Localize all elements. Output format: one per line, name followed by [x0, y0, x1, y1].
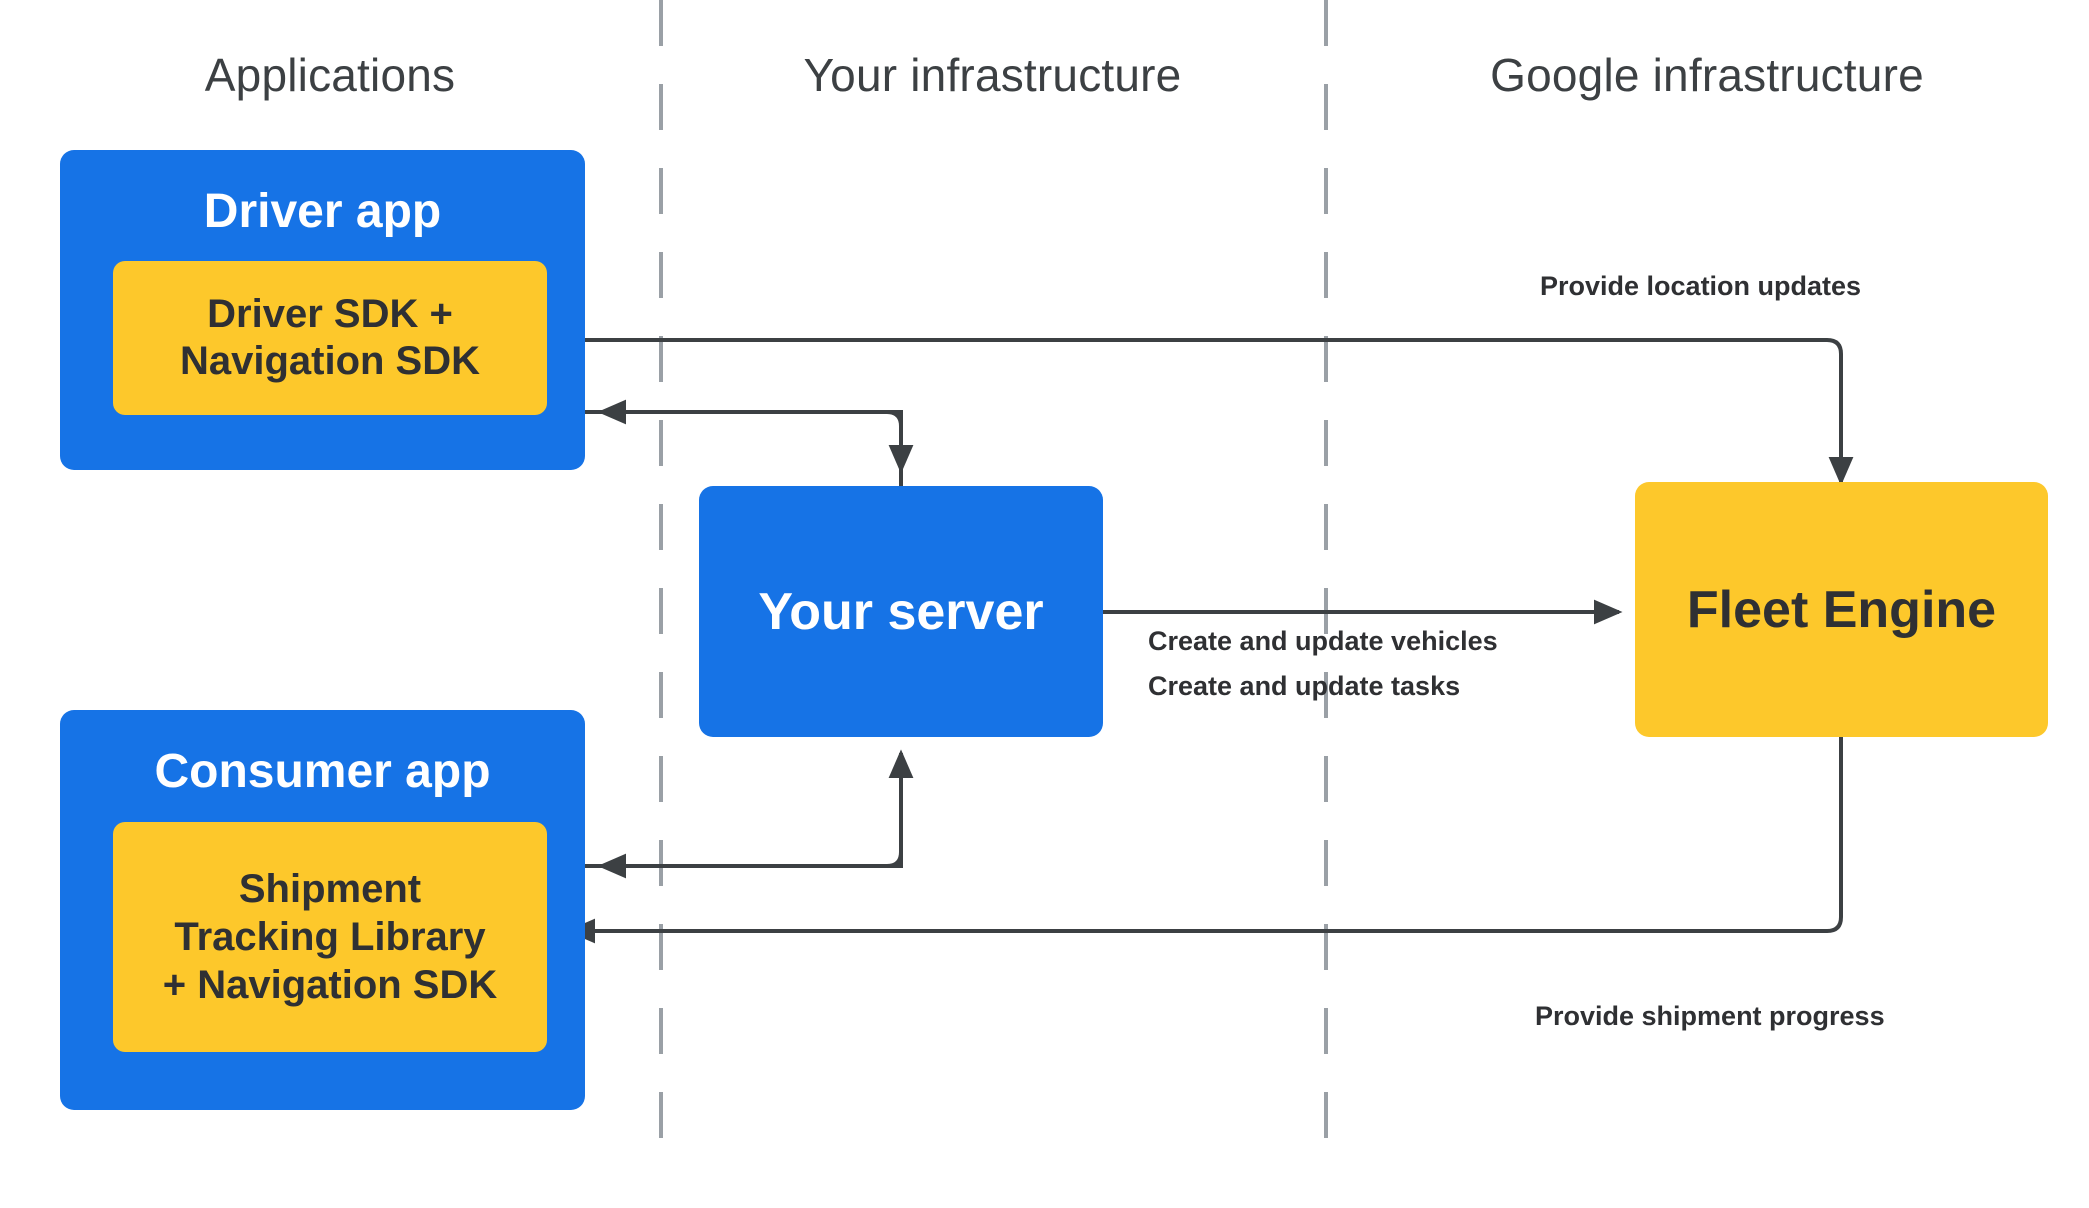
- node-your-server[interactable]: Your server: [699, 486, 1103, 737]
- edge-server-to-driver-app: [597, 399, 903, 486]
- consumer-sdk-line-2: Tracking Library: [174, 915, 486, 959]
- fleet-engine-label: Fleet Engine: [1686, 580, 1997, 639]
- node-consumer-sdk[interactable]: Shipment Tracking Library + Navigation S…: [113, 822, 547, 1052]
- edge-fleet-to-consumer-sdk: [566, 737, 1843, 944]
- driver-sdk-line-2: Navigation SDK: [179, 339, 481, 383]
- your-server-label: Your server: [758, 582, 1044, 641]
- edge-driver-app-to-server: [585, 410, 914, 474]
- edge-consumer-app-to-server: [585, 749, 914, 868]
- node-fleet-engine[interactable]: Fleet Engine: [1635, 482, 2048, 737]
- edge-label-provide-location-updates: Provide location updates: [1540, 271, 1862, 301]
- node-driver-sdk[interactable]: Driver SDK + Navigation SDK: [113, 261, 547, 415]
- driver-sdk-line-1: Driver SDK +: [207, 291, 453, 336]
- edge-label-create-and-update-tasks: Create and update tasks: [1148, 671, 1461, 701]
- edge-label-create-and-update-vehicles: Create and update vehicles: [1148, 626, 1498, 656]
- column-title-your-infrastructure: Your infrastructure: [803, 49, 1182, 101]
- edge-server-to-consumer-app: [597, 753, 903, 879]
- edge-label-provide-shipment-progress: Provide shipment progress: [1535, 1001, 1885, 1031]
- consumer-sdk-line-1: Shipment: [238, 867, 422, 911]
- column-title-applications: Applications: [204, 49, 456, 101]
- edge-fleet-to-driver-sdk: [570, 338, 1854, 486]
- driver-app-label: Driver app: [203, 185, 442, 238]
- consumer-app-label: Consumer app: [154, 745, 491, 798]
- column-title-google-infrastructure: Google infrastructure: [1490, 49, 1924, 101]
- consumer-sdk-line-3: + Navigation SDK: [162, 963, 498, 1007]
